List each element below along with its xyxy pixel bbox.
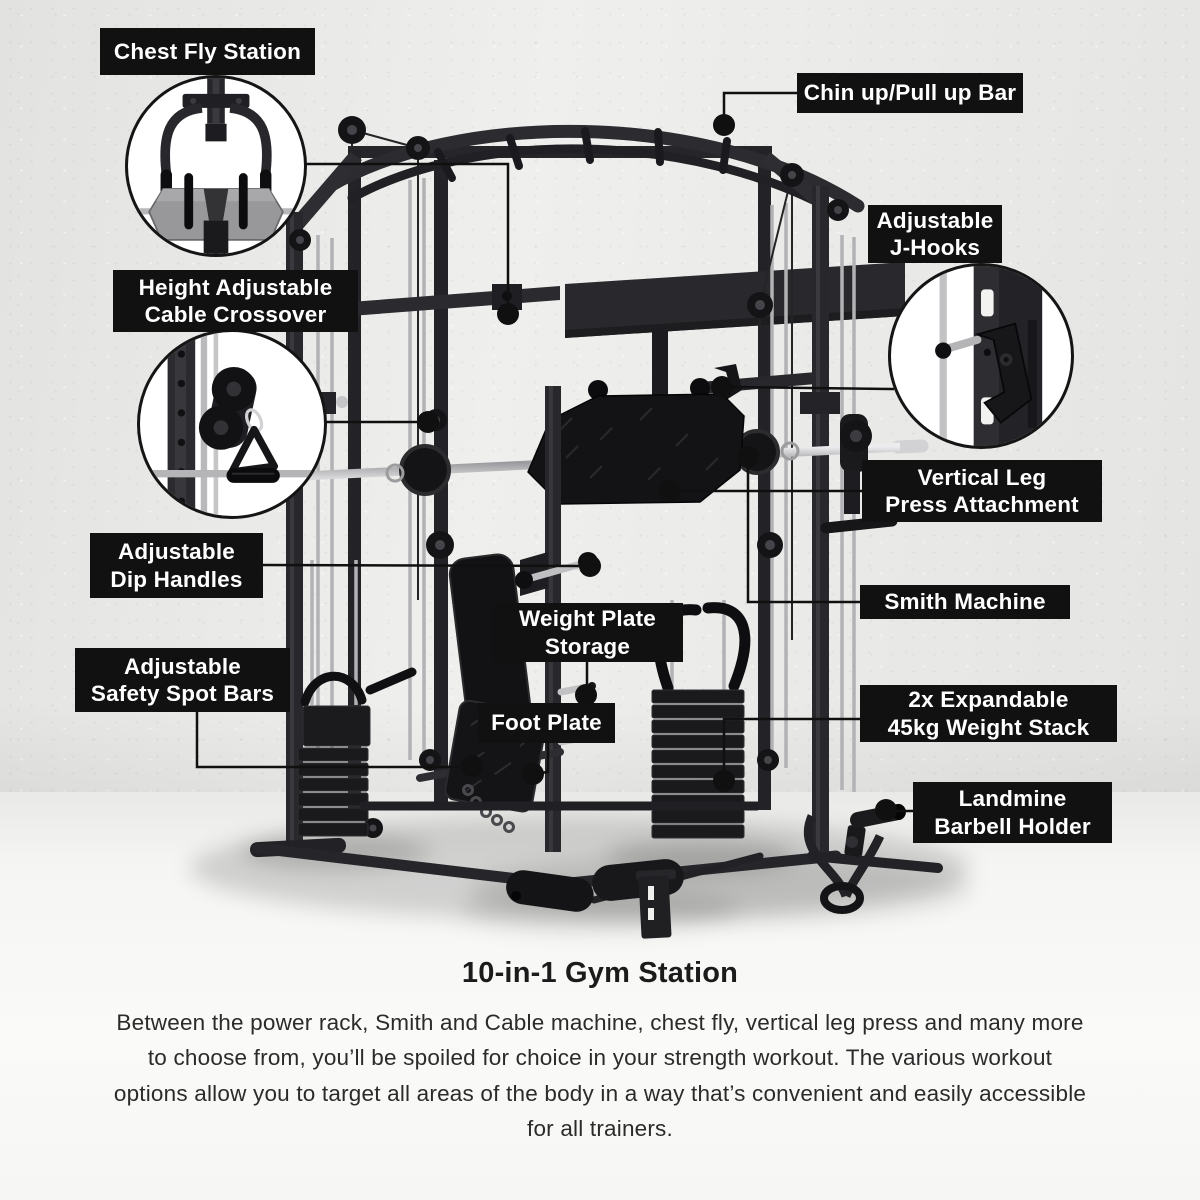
- cable-crossover-detail-art: [140, 332, 324, 516]
- callout-label-line: Storage: [544, 633, 631, 659]
- callout-label-line: Adjustable: [123, 653, 242, 679]
- j-hooks-detail-art: [935, 266, 1043, 446]
- callout-label-line: Landmine: [958, 786, 1067, 812]
- callout-label-foot-plate: Foot Plate: [478, 703, 615, 743]
- callout-label-line: Barbell Holder: [934, 813, 1091, 839]
- caption-block: 10-in-1 Gym Station Between the power ra…: [0, 956, 1200, 1147]
- product-title: 10-in-1 Gym Station: [461, 957, 739, 989]
- callout-label-line: 2x Expandable: [908, 687, 1069, 713]
- inset-cable-crossover: [137, 329, 327, 519]
- callout-label-line: Cable Crossover: [144, 302, 327, 327]
- callout-label-line: Adjustable: [876, 207, 994, 233]
- product-description: Between the power rack, Smith and Cable …: [113, 1009, 1087, 1142]
- callout-label-line: Dip Handles: [110, 566, 243, 592]
- callout-label-line: Foot Plate: [491, 710, 602, 736]
- inset-adjustable-j-hooks: [888, 263, 1074, 449]
- callout-label-line: Chest Fly Station: [113, 38, 302, 64]
- callout-label-line: Smith Machine: [884, 589, 1046, 615]
- callout-label-chin-up-pull-up-bar: Chin up/Pull up Bar: [797, 73, 1023, 113]
- callout-label-smith-machine: Smith Machine: [860, 585, 1070, 619]
- callout-label-line: Weight Plate: [518, 606, 656, 632]
- callout-label-chest-fly-station: Chest Fly Station: [100, 28, 315, 75]
- callout-label-line: Vertical Leg: [917, 464, 1047, 490]
- callout-label-line: Chin up/Pull up Bar: [803, 80, 1017, 106]
- callout-label-line: J-Hooks: [889, 235, 981, 260]
- inset-chest-fly-station: [125, 75, 307, 257]
- callout-label-line: 45kg Weight Stack: [887, 714, 1090, 740]
- callout-label-line: Press Attachment: [885, 492, 1079, 517]
- callout-label-line: Safety Spot Bars: [90, 681, 275, 706]
- callout-label-line: Height Adjustable: [138, 274, 333, 300]
- callout-label-line: Adjustable: [117, 539, 236, 565]
- chest-fly-detail-art: [133, 78, 299, 254]
